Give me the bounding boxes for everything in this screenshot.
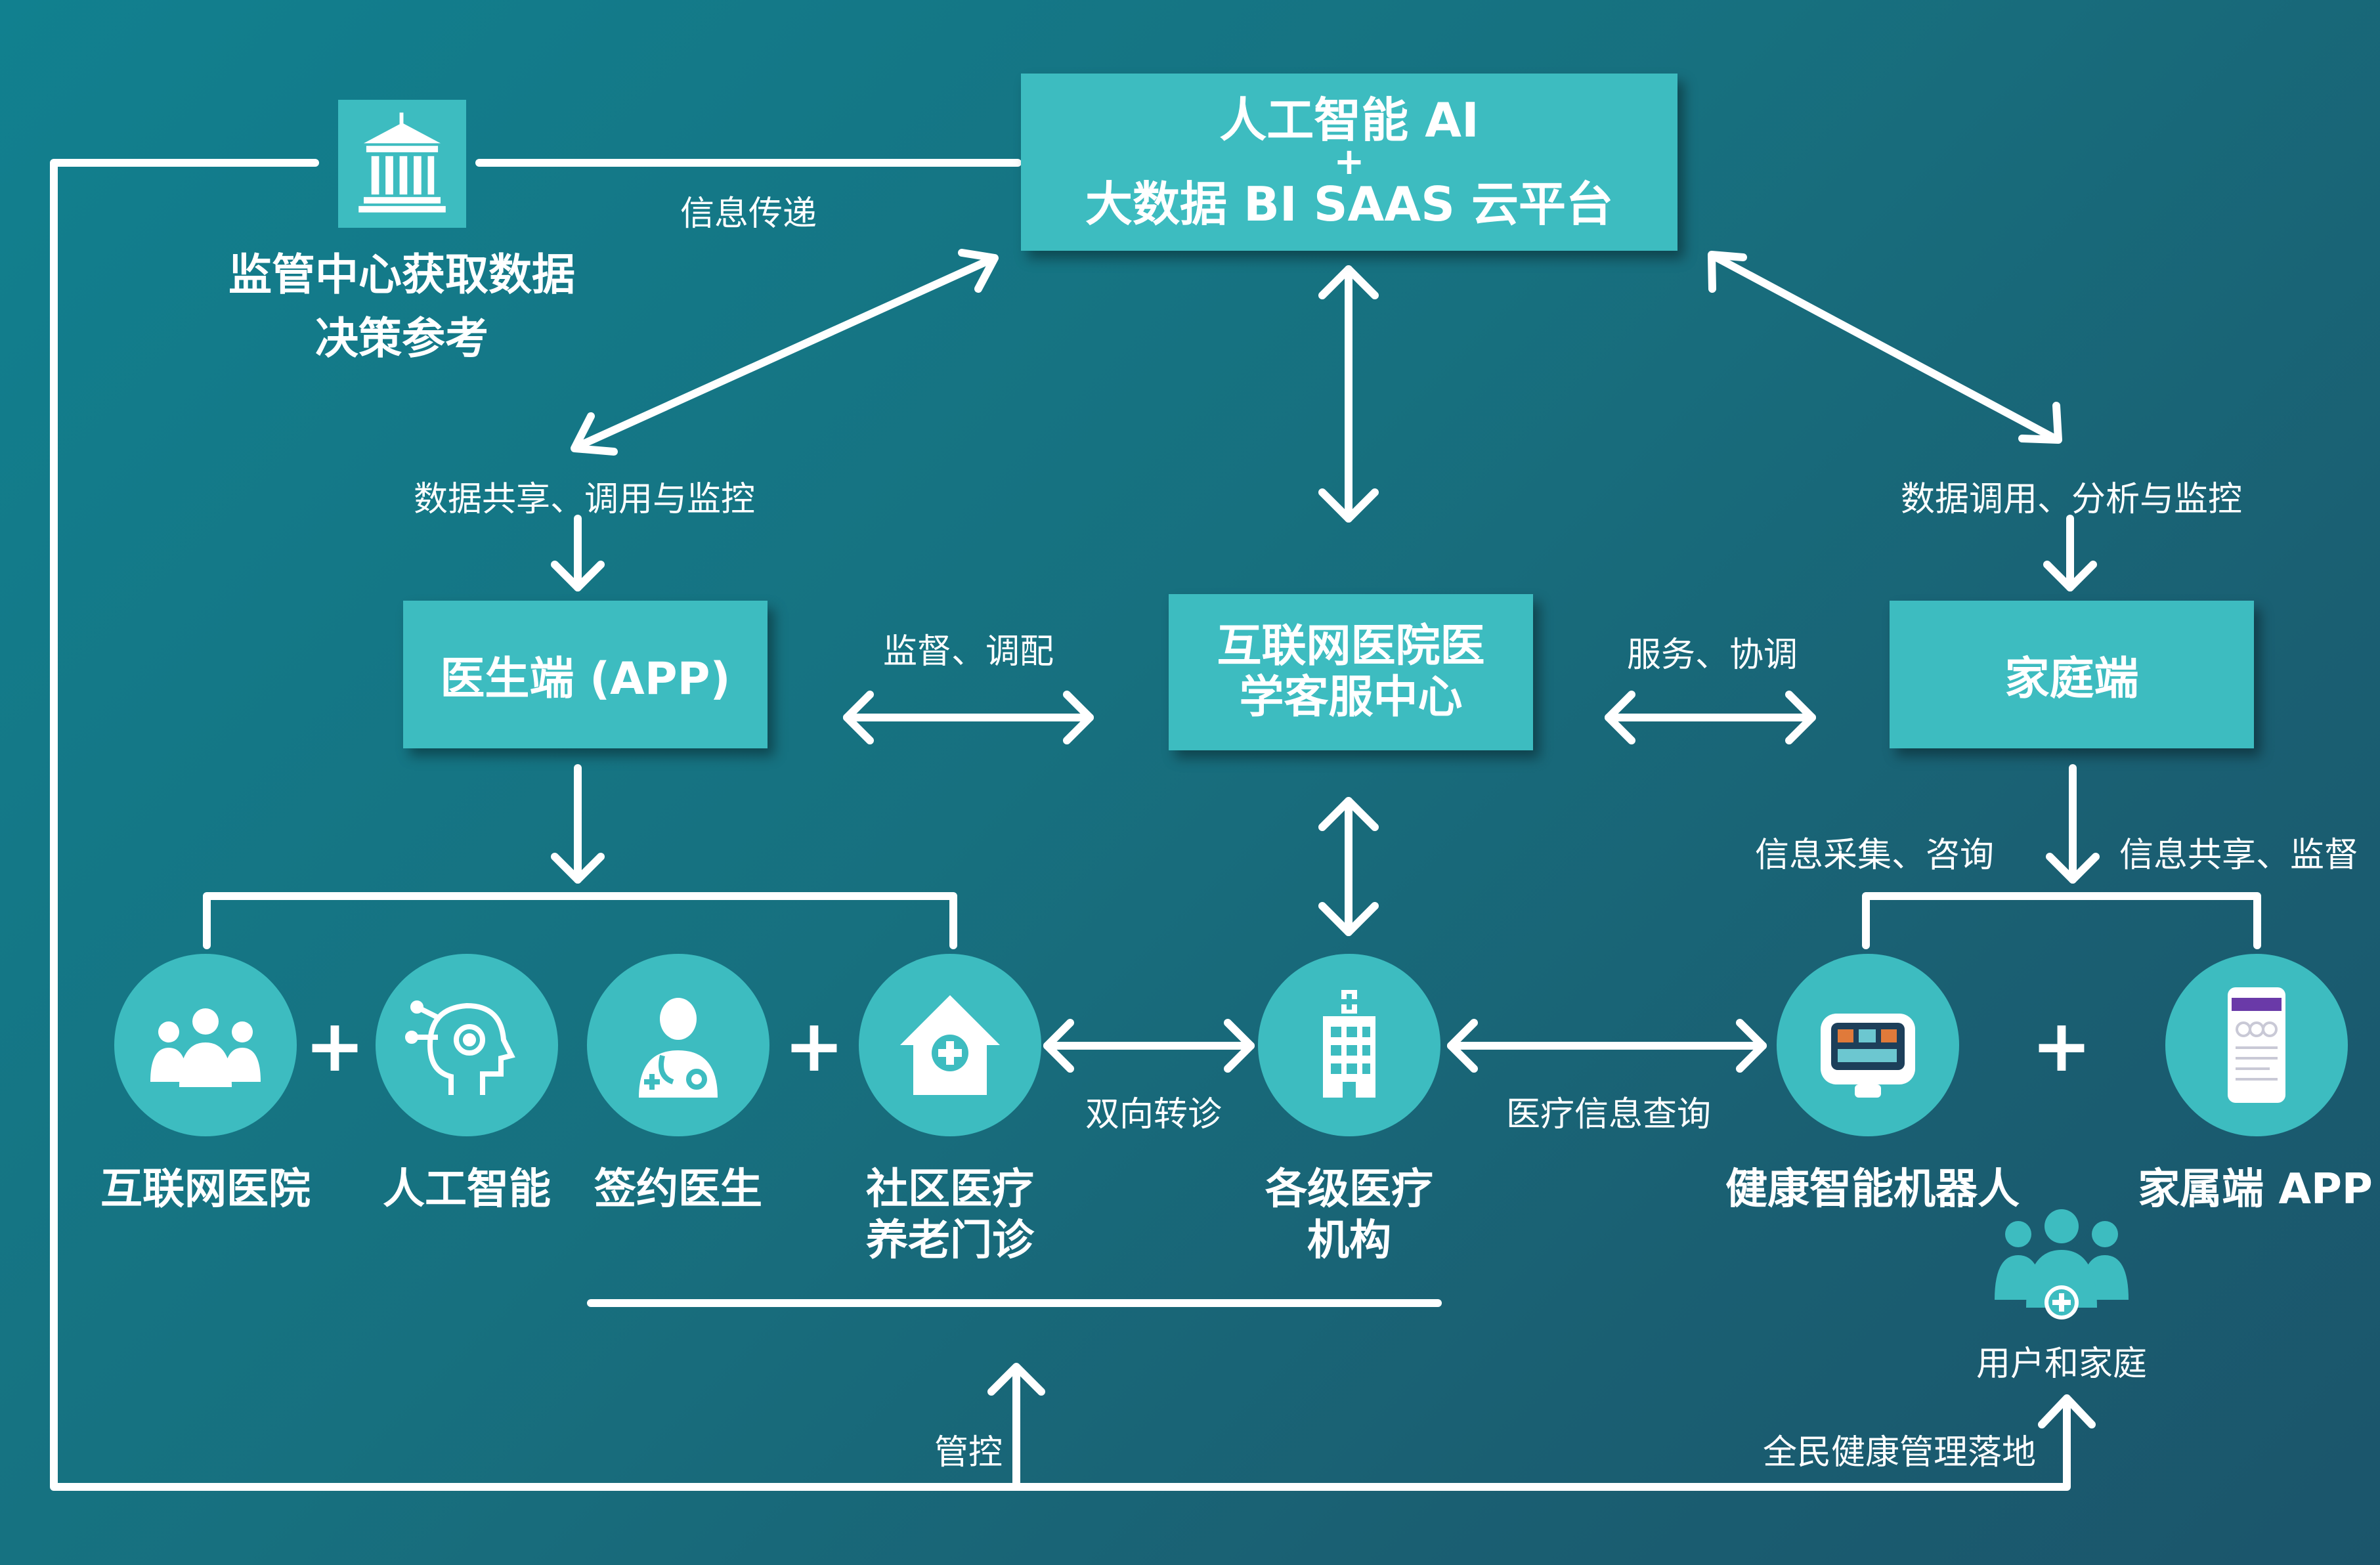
medical-query-label: 医疗信息查询 — [1505, 1095, 1712, 1134]
ai-platform-box: 人工智能 AI + 大数据 BI SAAS 云平台 — [1021, 74, 1677, 251]
signed-doctor-label: 签约医生 — [594, 1165, 762, 1214]
ai-platform-line1: 人工智能 AI — [1219, 93, 1479, 148]
users-family-label: 用户和家庭 — [1976, 1344, 2148, 1384]
supervision-line2: 决策参考 — [315, 313, 488, 364]
family-end-label: 家庭端 — [2004, 653, 2139, 705]
community-label-2: 养老门诊 — [866, 1216, 1034, 1265]
medical-institution-label-1: 各级医疗 — [1265, 1165, 1433, 1214]
data-share-label: 数据共享、调用与监控 — [413, 480, 756, 519]
ai-platform-plus: + — [1333, 140, 1365, 183]
phone-app-icon — [2228, 987, 2285, 1103]
service-center-box: 互联网医院医 学客服中心 — [1169, 594, 1533, 750]
health-robot-device-icon — [1821, 1014, 1915, 1098]
control-label: 管控 — [934, 1433, 1003, 1472]
plus-sign-3: + — [2031, 1004, 2092, 1088]
ai-platform-line3: 大数据 BI SAAS 云平台 — [1085, 177, 1614, 232]
internet-hospital-node — [114, 954, 297, 1136]
outer-loop-arrowhead — [2038, 1394, 2096, 1428]
supervise-label: 监督、调配 — [882, 632, 1054, 672]
medical-institution-node — [1258, 954, 1440, 1136]
robot-label: 健康智能机器人 — [1725, 1165, 2020, 1214]
outer-loop-line — [50, 159, 2071, 1491]
ai-to-doctor-arrow — [574, 255, 995, 450]
referral-label: 双向转诊 — [1085, 1095, 1222, 1134]
hospital-building-icon — [1323, 990, 1375, 1098]
service-label: 服务、协调 — [1626, 635, 1798, 675]
info-collect-label: 信息采集、咨询 — [1754, 836, 1995, 875]
family-app-node — [2165, 954, 2348, 1136]
plus-sign-1: + — [304, 1004, 366, 1088]
doctor-app-box: 医生端 (APP) — [403, 601, 768, 748]
ai-head-gear-icon — [405, 1000, 515, 1095]
doctors-group-icon — [150, 1008, 261, 1087]
family-end-box: 家庭端 — [1890, 601, 2254, 748]
national-health-label: 全民健康管理落地 — [1762, 1433, 2037, 1472]
supervision-icon-tile — [338, 100, 466, 228]
internet-hospital-label: 互联网医院 — [100, 1165, 311, 1214]
plus-sign-2: + — [783, 1004, 845, 1088]
family-app-label: 家属端 APP — [2138, 1165, 2373, 1214]
doctor-app-label: 医生端 (APP) — [440, 653, 731, 705]
right-bracket — [1862, 892, 2261, 949]
doctor-stethoscope-icon — [639, 998, 718, 1098]
control-arrowhead — [987, 1363, 1045, 1396]
community-node — [859, 954, 1041, 1136]
ai-to-family-arrow — [1710, 252, 2059, 442]
left-bracket — [203, 892, 957, 949]
info-transfer-label: 信息传递 — [680, 194, 817, 234]
government-building-icon — [358, 112, 446, 213]
users-family-icon-wrap — [1989, 1208, 2134, 1326]
supervision-line1: 监管中心获取数据 — [228, 249, 575, 300]
service-center-line2: 学客服中心 — [1239, 672, 1463, 723]
data-call-label: 数据调用、分析与监控 — [1900, 480, 2243, 519]
medical-institution-label-2: 机构 — [1307, 1216, 1391, 1265]
community-label-1: 社区医疗 — [866, 1165, 1034, 1214]
info-share-label: 信息共享、监督 — [2119, 836, 2359, 875]
house-medical-cross-icon — [900, 995, 1000, 1095]
service-center-line1: 互联网医院医 — [1217, 620, 1485, 672]
robot-node — [1777, 954, 1959, 1136]
family-users-plus-icon — [1995, 1209, 2129, 1319]
ai-label: 人工智能 — [383, 1165, 551, 1214]
signed-doctor-node — [587, 954, 769, 1136]
ai-node — [376, 954, 558, 1136]
